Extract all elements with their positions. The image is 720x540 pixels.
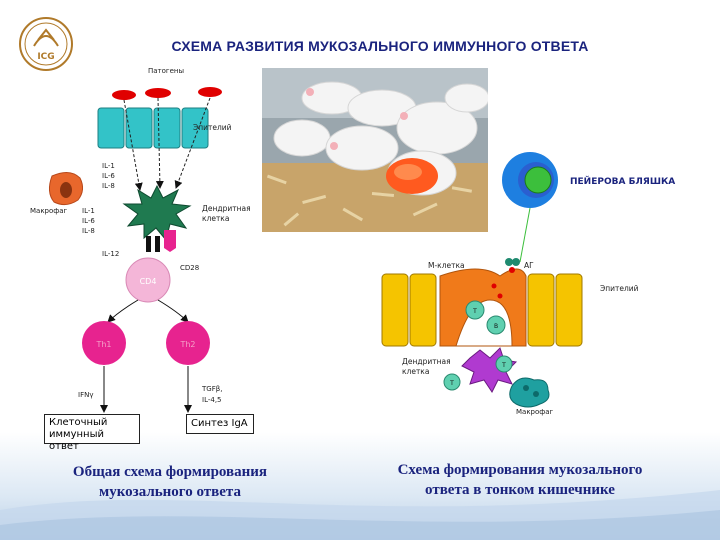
left-dendritic-label-2: клетка (202, 214, 229, 223)
left-caption-line-2: мукозального ответа (99, 484, 241, 500)
right-dendritic-label-2: клетка (402, 367, 429, 376)
cd28-label: CD28 (180, 264, 199, 272)
th2-cell (166, 321, 210, 365)
arrow-to-th1 (107, 299, 139, 323)
il12-label: IL-12 (102, 250, 119, 258)
logo-text: ICG (37, 52, 54, 62)
right-caption-line-2: ответа в тонком кишечнике (425, 482, 615, 498)
institute-logo: ICG (19, 17, 73, 71)
tgf-label-2: IL-4,5 (202, 396, 222, 404)
cellular-response-line-1: Клеточный (49, 417, 108, 428)
il-mid-3: IL-8 (82, 227, 95, 235)
il-mid-1: IL-1 (82, 207, 95, 215)
pathogens-label: Патогены (148, 67, 184, 75)
iga-synthesis-box: Синтез IgA (186, 414, 254, 434)
receptors (146, 230, 176, 252)
t-cell-2 (495, 355, 513, 373)
pathogen-paths (123, 97, 211, 191)
left-dendritic-cell (122, 184, 192, 242)
th1-cell (82, 321, 126, 365)
tgf-label-1: TGFβ, (201, 385, 222, 393)
b-cell-label: B (494, 323, 498, 330)
cd4-cell (125, 257, 171, 303)
right-epithelium (381, 273, 583, 347)
peyer-label: ПЕЙЕРОВА БЛЯШКА (570, 175, 675, 187)
cd4-label: CD4 (140, 277, 157, 286)
il-top-2: IL-6 (102, 172, 115, 180)
left-macrophage (48, 172, 84, 206)
th2-label: Th2 (179, 340, 195, 349)
arrow-to-th2 (157, 299, 189, 323)
mice-photo (262, 68, 488, 232)
right-caption: Схема формирования мукозального ответа в… (360, 460, 680, 500)
peyer-connector (519, 207, 531, 263)
ifn-label: IFNγ (78, 391, 93, 399)
t-cell-1-label: T (472, 308, 477, 315)
peyer-patch (502, 152, 558, 208)
cellular-response-line-2: иммунный ответ (49, 429, 104, 452)
right-dendritic-label-1: Дендритная (402, 357, 451, 366)
left-caption-line-1: Общая схема формирования (72, 464, 268, 480)
b-cell (486, 315, 506, 335)
il-top-1: IL-1 (102, 162, 115, 170)
il-mid-2: IL-6 (82, 217, 95, 225)
left-epithelium (97, 107, 209, 149)
left-epithelium-label: Эпителий (193, 123, 232, 132)
m-cell-pocket (455, 299, 513, 347)
left-dendritic-label-1: Дендритная (202, 204, 251, 213)
th1-label: Th1 (95, 340, 111, 349)
left-macrophage-label: Макрофаг (30, 207, 68, 215)
left-caption: Общая схема формирования мукозального от… (30, 462, 310, 502)
antigen-dots (491, 258, 520, 299)
ag-label: АГ (524, 261, 534, 270)
t-cell-2-label: T (501, 362, 506, 369)
right-epithelium-label: Эпителий (600, 284, 639, 293)
iga-synthesis-label: Синтез IgA (191, 418, 248, 429)
pathogens (112, 87, 222, 100)
page-title: СХЕМА РАЗВИТИЯ МУКОЗАЛЬНОГО ИММУННОГО ОТ… (171, 38, 589, 54)
il-top-3: IL-8 (102, 182, 115, 190)
cellular-response-box: Клеточный иммунный ответ (44, 414, 140, 452)
background-wave (0, 490, 720, 540)
right-macrophage (509, 377, 550, 408)
t-cell-3 (443, 373, 461, 391)
right-caption-line-1: Схема формирования мукозального (397, 462, 643, 478)
t-cell-3-label: T (449, 380, 454, 387)
right-macrophage-label: Макрофаг (516, 408, 554, 416)
t-cell-1 (465, 300, 485, 320)
m-cell-label: М-клетка (428, 261, 465, 270)
